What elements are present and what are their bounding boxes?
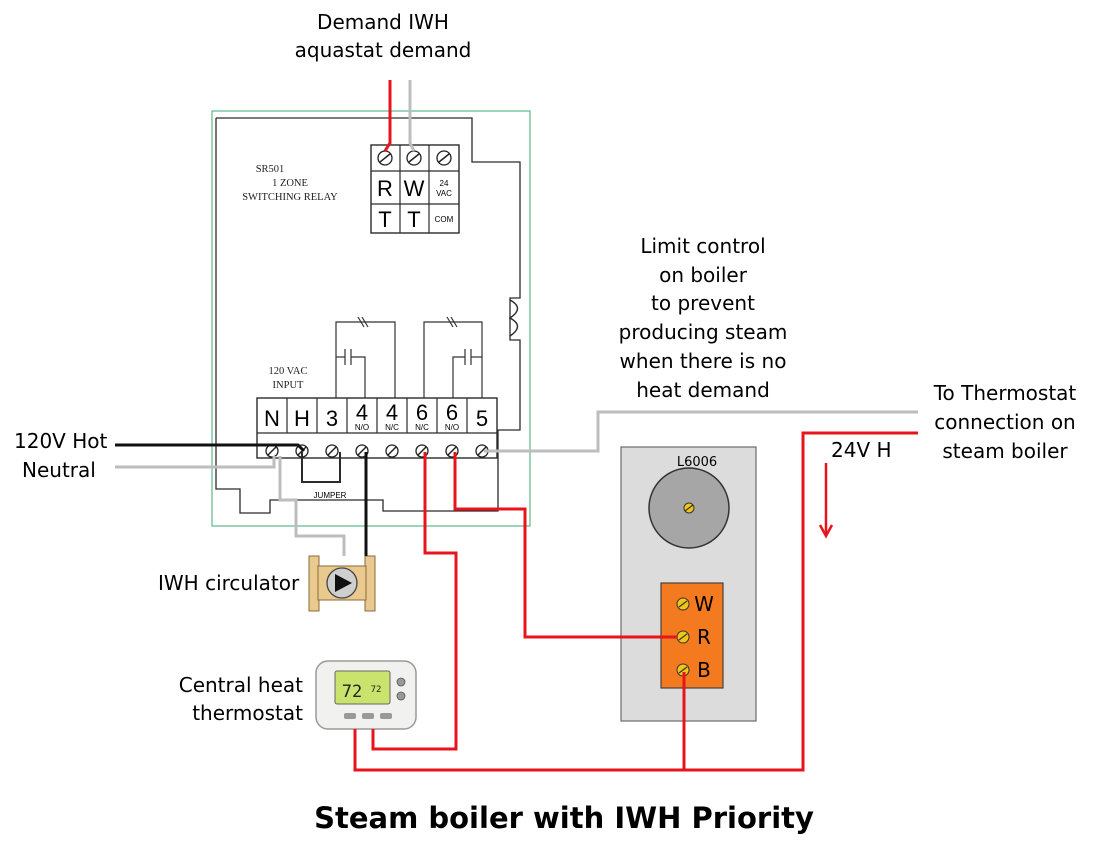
limit-label-line6: heat demand [636, 378, 770, 402]
main-terminal-label: 4 [356, 400, 368, 425]
l6006-limit-control: L6006 W R B [620, 446, 757, 722]
main-terminal-label: 4 [386, 400, 398, 425]
wires [115, 80, 918, 772]
play-arrow-icon [335, 574, 352, 592]
main-terminal-label: N [264, 406, 280, 431]
main-terminal-sublabel: N/O [445, 423, 459, 432]
thermostat-screen [334, 670, 391, 705]
relay-model: SR501 [256, 164, 285, 175]
main-terminal-label: H [294, 406, 310, 431]
hot-label: 120V Hot [14, 429, 107, 453]
circulator-label: IWH circulator [158, 571, 300, 595]
limit-label-line1: Limit control [640, 234, 765, 258]
relay-side-clip [508, 299, 519, 337]
thermostat-setpoint: 72 [371, 685, 382, 695]
thermostat-label-line1: Central heat [179, 673, 303, 697]
to-thermostat-line2: connection on [934, 410, 1075, 434]
terminal-w-label: W [404, 176, 425, 201]
terminal-t1-label: T [378, 207, 391, 232]
jumper: JUMPER [301, 452, 347, 500]
jumper-label: JUMPER [314, 491, 347, 500]
limit-label-line5: when there is no [620, 349, 787, 373]
terminal-com-label: COM [435, 215, 454, 224]
thermostat-up-button [396, 677, 406, 687]
wire-neutral [115, 456, 276, 469]
terminal-r-label: R [377, 176, 393, 201]
to-thermostat-line1: To Thermostat [933, 381, 1077, 405]
l6006-terminal-w [676, 597, 690, 611]
thermostat-down-button [396, 691, 406, 701]
central-thermostat: 72 72 [315, 660, 417, 730]
relay-unit: SR501 1 ZONE SWITCHING RELAY R W 24 VAC … [211, 110, 531, 527]
demand-label-line1: Demand IWH [317, 10, 449, 34]
neutral-label: Neutral [22, 458, 96, 482]
main-terminal-label: 6 [446, 400, 458, 425]
diagram-title: Steam boiler with IWH Priority [314, 801, 814, 835]
wire-hot [115, 443, 306, 453]
wire-to-thermostat-gray [484, 410, 918, 453]
screw-terminal [265, 444, 279, 458]
limit-label-line4: producing steam [619, 320, 788, 344]
thermostat-label-line2: thermostat [192, 701, 303, 725]
labels: Demand IWH aquastat demand 120V Hot Neut… [14, 10, 1076, 835]
top-terminal-block: R W 24 VAC T T COM [370, 144, 460, 234]
l6006-terminal-block [660, 582, 724, 689]
input-voltage-label: 120 VAC [268, 366, 307, 377]
main-terminal-label: 3 [326, 406, 338, 431]
l6006-w-label: W [694, 592, 714, 616]
limit-label-line3: to prevent [651, 291, 755, 315]
thermostat-button [362, 713, 374, 719]
wire-24vh [353, 431, 918, 772]
limit-label-line2: on boiler [659, 263, 748, 287]
wire-aquastat-red [383, 80, 392, 152]
main-terminal-label: 6 [416, 400, 428, 425]
main-terminal-sublabel: N/C [385, 423, 399, 432]
wire-aquastat-gray [408, 80, 416, 152]
wire-no-to-limit-r [453, 452, 677, 639]
main-terminal-sublabel: N/C [415, 423, 429, 432]
main-terminal-sublabel: N/O [355, 423, 369, 432]
demand-label-line2: aquastat demand [295, 38, 472, 62]
l6006-dial-screw [683, 502, 695, 514]
24vh-label: 24V H [831, 438, 892, 462]
l6006-r-label: R [697, 625, 711, 649]
l6006-model-label: L6006 [677, 455, 717, 470]
thermostat-temp: 72 [342, 682, 362, 702]
screw-terminal [325, 444, 339, 458]
thermostat-button [344, 713, 356, 719]
relay-body-outline [215, 117, 521, 514]
terminal-24-label: 24 [440, 179, 449, 188]
relay-zone-label: 1 ZONE [272, 178, 308, 189]
relay-contacts [335, 316, 483, 398]
iwh-circulator [308, 555, 376, 612]
relay-type-label: SWITCHING RELAY [242, 192, 338, 203]
screw-terminal [385, 444, 399, 458]
to-thermostat-line3: steam boiler [942, 439, 1068, 463]
screw-terminal [377, 150, 393, 166]
terminal-vac-label: VAC [436, 189, 452, 198]
l6006-terminal-r [676, 630, 690, 644]
thermostat-button [380, 713, 392, 719]
screw-terminal [436, 150, 452, 166]
terminal-t2-label: T [407, 207, 420, 232]
main-terminal-label: 5 [476, 406, 488, 431]
screw-terminal [406, 150, 422, 166]
wire-nc-to-thermostat [371, 452, 458, 751]
l6006-b-label: B [697, 658, 711, 682]
input-label: INPUT [273, 380, 305, 391]
wire-circulator-gray [278, 456, 346, 556]
arrow-down-icon [818, 524, 834, 539]
